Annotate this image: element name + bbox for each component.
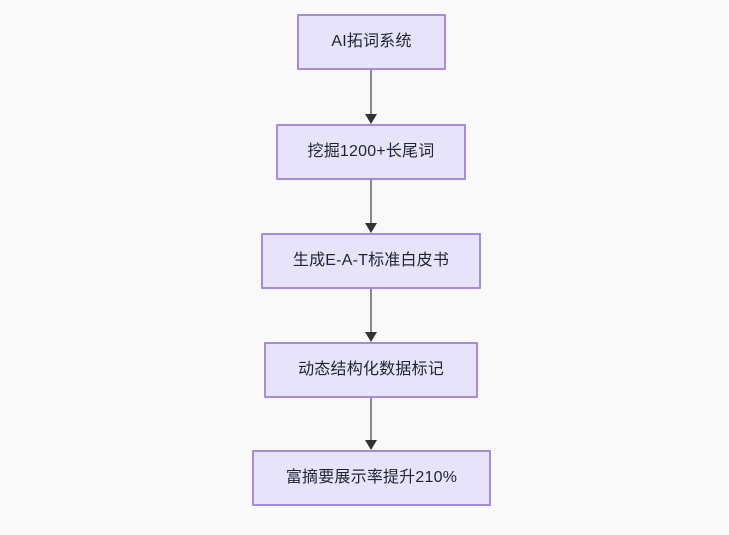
flow-node-label: 富摘要展示率提升210% (285, 469, 458, 486)
flow-node-n2[interactable]: 挖掘1200+长尾词 (276, 124, 466, 180)
flow-node-n3[interactable]: 生成E-A-T标准白皮书 (261, 233, 481, 289)
flow-node-label: AI拓词系统 (331, 33, 412, 50)
flow-node-label: 生成E-A-T标准白皮书 (292, 252, 450, 269)
flow-arrow-n3-to-n4 (363, 289, 379, 342)
flow-node-n1[interactable]: AI拓词系统 (297, 14, 446, 70)
flow-node-label: 挖掘1200+长尾词 (307, 143, 435, 160)
flow-arrow-n2-to-n3 (363, 180, 379, 233)
flow-arrow-n1-to-n2 (363, 70, 379, 124)
flow-node-n4[interactable]: 动态结构化数据标记 (264, 342, 478, 398)
flow-arrow-n4-to-n5 (363, 398, 379, 450)
flow-node-label: 动态结构化数据标记 (298, 361, 444, 378)
flow-node-n5[interactable]: 富摘要展示率提升210% (252, 450, 491, 506)
